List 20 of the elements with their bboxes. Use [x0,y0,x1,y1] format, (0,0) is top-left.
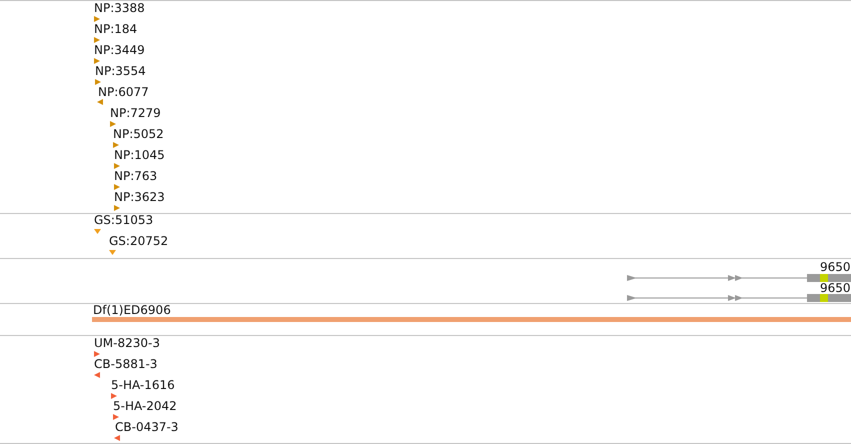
feature-label: GS:51053 [94,213,154,227]
feature-label: NP:6077 [98,85,149,99]
feature-label: NP:184 [94,22,138,36]
feature-label: UM-8230-3 [94,336,160,350]
feature-label: NP:3623 [114,190,165,204]
feature-label: NP:3554 [95,64,146,78]
feature-label: NP:7279 [110,106,161,120]
feature-label: 9650 [820,260,851,274]
feature-label: 9650 [820,281,851,295]
feature-label: NP:3388 [94,1,145,15]
feature-label: Df(1)ED6906 [93,303,171,317]
feature-label: NP:763 [114,169,158,183]
feature-label: 5-HA-1616 [111,378,175,392]
feature-label: 5-HA-2042 [113,399,177,413]
feature-label: NP:3449 [94,43,145,57]
feature-label: NP:1045 [114,148,165,162]
feature-label: NP:5052 [113,127,164,141]
feature-label: CB-0437-3 [115,420,178,434]
feature-label: GS:20752 [109,234,168,248]
feature-label: CB-5881-3 [94,357,158,371]
